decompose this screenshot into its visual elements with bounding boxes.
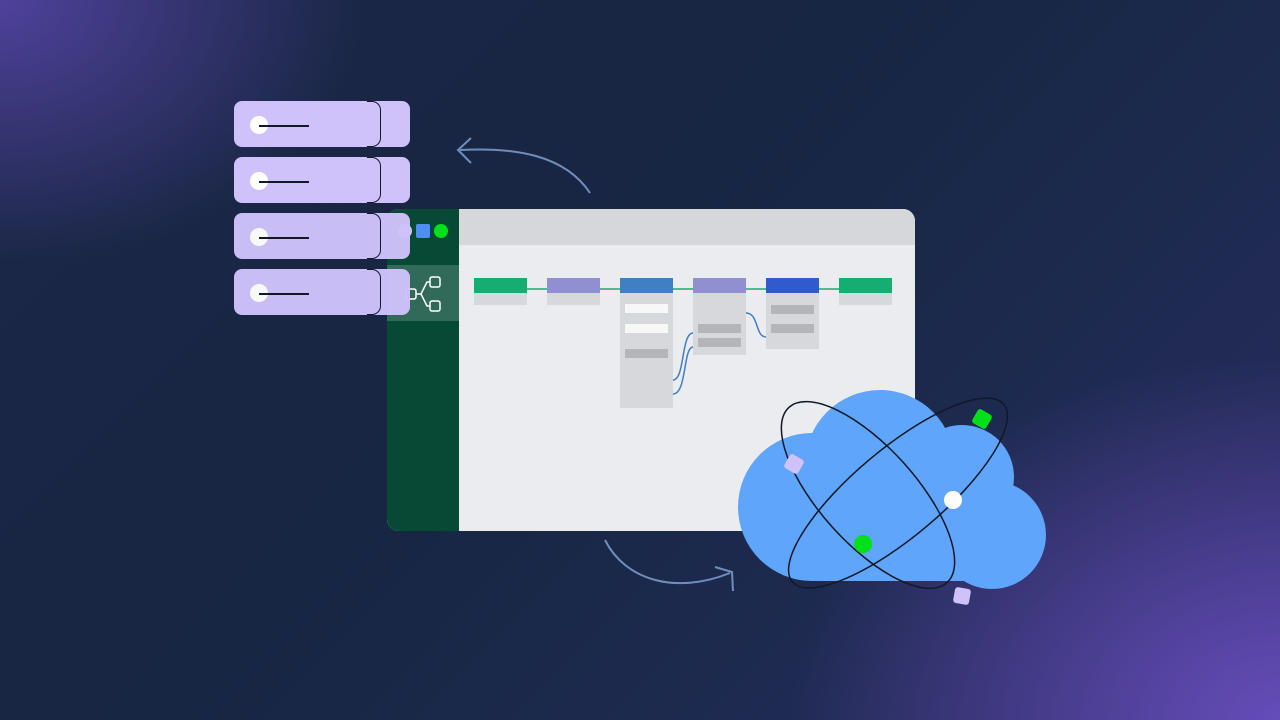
- workflow-node-step-2[interactable]: [620, 278, 673, 408]
- orbit-node-green-2: [854, 535, 872, 553]
- cloud-illustration: [738, 390, 1046, 605]
- blue-square-icon: [416, 224, 430, 238]
- arrow-to-cloud: [604, 539, 734, 592]
- workflow-node-step-4[interactable]: [766, 278, 819, 349]
- workflow-node-end[interactable]: [839, 278, 892, 305]
- orbit-node-green-1: [972, 409, 992, 429]
- server-3: [234, 213, 410, 259]
- server-4: [234, 269, 410, 315]
- app-window: [387, 209, 915, 531]
- workflow-connectors: [527, 288, 839, 395]
- server-2: [234, 157, 410, 203]
- orbit-2: [787, 397, 1009, 589]
- workflow-tree-icon: [405, 276, 441, 312]
- orbit-node-purple-2: [953, 587, 971, 605]
- orbit-node-white: [944, 491, 962, 509]
- orbit-node-purple-1: [784, 454, 804, 474]
- orbit-1: [780, 400, 956, 590]
- arrow-to-servers: [456, 137, 591, 194]
- workflow-node-trigger[interactable]: [474, 278, 527, 305]
- workflow-canvas: [459, 245, 915, 531]
- workflow-node-step-3[interactable]: [693, 278, 746, 355]
- workflow-node-step-1[interactable]: [547, 278, 600, 305]
- green-circle-icon: [434, 224, 448, 238]
- server-1: [234, 101, 410, 147]
- window-titlebar: [459, 209, 915, 245]
